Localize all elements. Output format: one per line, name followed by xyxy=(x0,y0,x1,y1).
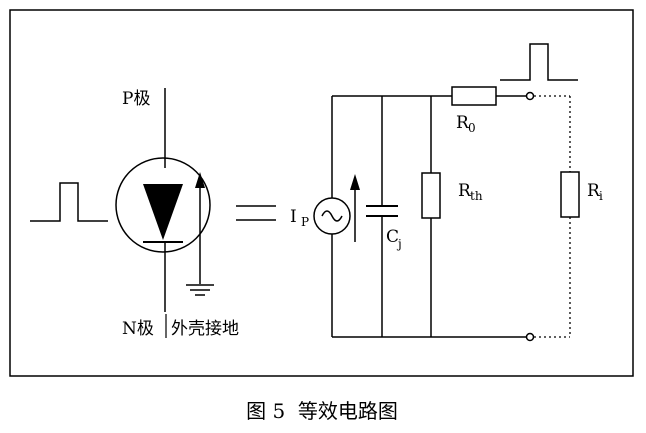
ri-subscript: i xyxy=(599,189,603,203)
circuit-wiring xyxy=(331,95,530,338)
current-source-ip xyxy=(313,174,360,242)
source-arrow-head xyxy=(350,174,360,190)
diode-triangle xyxy=(143,184,183,240)
r0-label: R xyxy=(456,113,470,133)
ac-sine-icon xyxy=(321,210,343,222)
resistor-r0 xyxy=(451,86,497,106)
cj-label: C xyxy=(386,227,399,247)
ground-icon xyxy=(186,284,214,296)
n-pole-label: N极 xyxy=(122,319,154,339)
input-pulse-waveform xyxy=(30,182,108,222)
photocurrent-arrow-head xyxy=(195,172,205,188)
rth-subscript: th xyxy=(470,189,483,203)
diode-case-circle xyxy=(115,157,211,253)
output-terminal-top xyxy=(525,91,535,101)
p-pole-label: P极 xyxy=(122,89,150,109)
photodiode-symbol xyxy=(115,88,214,312)
case-ground-label: 外壳接地 xyxy=(171,319,239,339)
ip-label: I xyxy=(290,207,297,227)
r0-subscript: 0 xyxy=(468,121,476,135)
output-terminal-bottom xyxy=(525,332,535,342)
figure-caption: 图 5 等效电路图 xyxy=(246,399,398,423)
resistor-ri xyxy=(560,171,580,218)
capacitor-cj xyxy=(366,205,398,217)
rth-label: R xyxy=(458,181,472,201)
ri-label: R xyxy=(587,181,601,201)
output-pulse-waveform xyxy=(500,43,578,81)
diagram-frame xyxy=(9,9,634,377)
ip-subscript: P xyxy=(301,215,309,229)
cj-subscript: j xyxy=(396,237,402,251)
resistor-rth xyxy=(421,172,441,219)
load-connection-dotted xyxy=(534,95,571,338)
equals-sign xyxy=(236,205,276,221)
